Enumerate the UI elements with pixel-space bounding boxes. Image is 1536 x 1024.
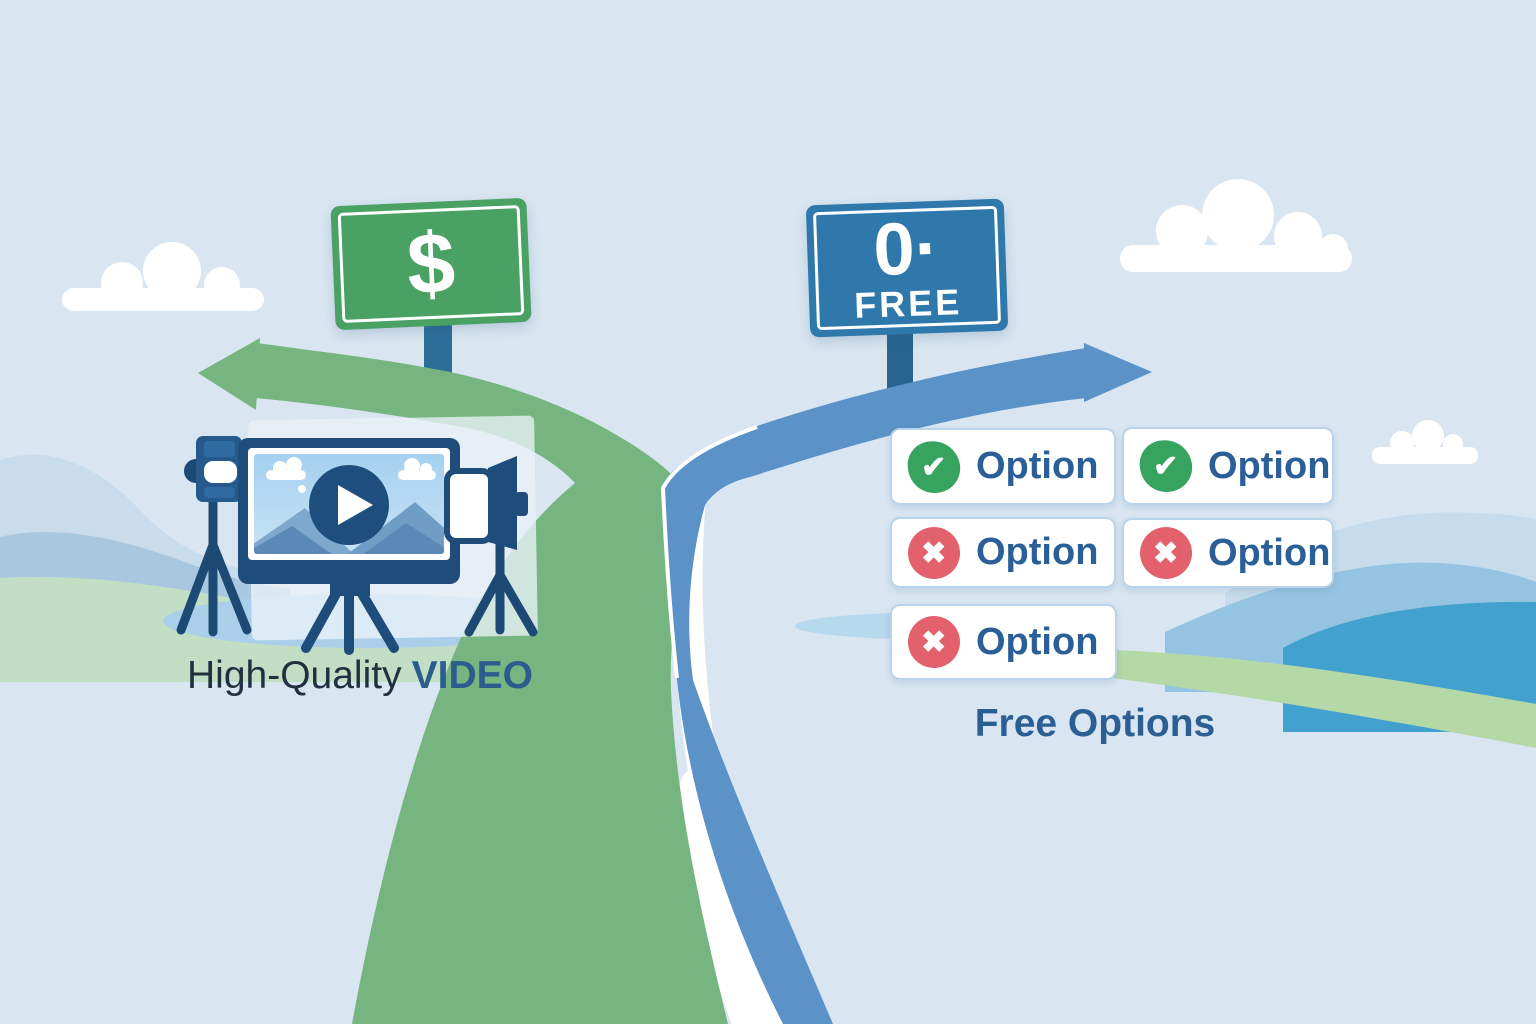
option-label: Option — [976, 620, 1099, 663]
cross-icon: ✖ — [904, 523, 964, 582]
free-sign: 0· FREE — [805, 198, 1009, 338]
check-icon: ✔ — [904, 437, 964, 496]
studio-light-icon — [444, 456, 538, 637]
option-card: ✔ Option — [1122, 427, 1334, 505]
option-card: ✖ Option — [890, 604, 1117, 680]
paid-sign: $ — [330, 197, 532, 331]
caption-high-quality: High-Quality — [187, 654, 402, 697]
video-monitor — [238, 438, 460, 655]
sign-border — [812, 205, 1002, 331]
option-label: Option — [1208, 531, 1331, 574]
cross-icon: ✖ — [904, 612, 964, 672]
option-card: ✖ Option — [1122, 518, 1334, 588]
arrowhead-right-icon — [1084, 343, 1152, 402]
cloud-icon — [1120, 179, 1352, 272]
option-card: ✔ Option — [890, 428, 1116, 505]
right-path-caption: Free Options — [974, 702, 1216, 745]
sign-post — [887, 330, 913, 392]
cloud-icon — [62, 242, 264, 311]
road-green — [198, 338, 728, 1024]
road-edge-line — [660, 425, 758, 679]
caption-video: VIDEO — [411, 654, 533, 697]
cloud-icon — [1372, 420, 1478, 464]
sign-border — [337, 205, 525, 323]
option-label: Option — [976, 531, 1099, 573]
option-card: ✖ Option — [890, 517, 1116, 588]
road-blue — [662, 343, 1152, 1024]
cross-icon: ✖ — [1136, 523, 1196, 583]
mini-cloud-icon — [266, 457, 436, 493]
check-icon: ✔ — [1136, 436, 1196, 496]
arrowhead-left-icon — [198, 338, 260, 410]
camera-icon — [176, 436, 252, 637]
option-label: Option — [1208, 444, 1331, 487]
play-icon — [309, 465, 389, 545]
option-label: Option — [976, 445, 1099, 487]
monitor-stand — [301, 587, 399, 655]
